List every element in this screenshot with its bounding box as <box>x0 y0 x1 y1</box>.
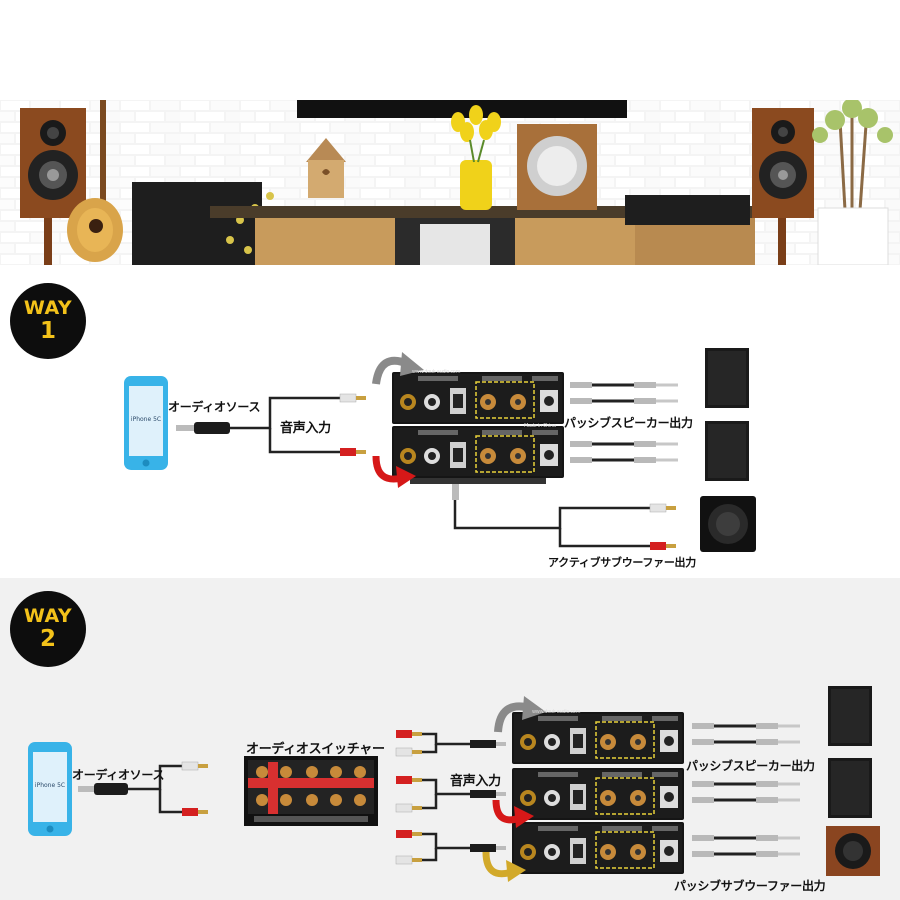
way2-passive-subwoofer <box>826 826 880 876</box>
way1-amp-top <box>391 371 565 425</box>
vase <box>460 160 492 210</box>
way1-amp-made: Made in China <box>524 423 556 429</box>
way2-passive-speaker-out-label: パッシブスピーカー出力 <box>686 759 815 773</box>
living-room-photo <box>0 100 900 265</box>
way1-amp-brand: www.douk-audio.com <box>412 369 461 375</box>
way1-passive-speaker-out-label: パッシブスピーカー出力 <box>564 416 693 430</box>
audio-switcher-box <box>244 756 378 826</box>
way2-passive-sub-out-label: パッシブサブウーファー出力 <box>674 879 826 893</box>
way1-phone-screen-text: iPhone 5C <box>130 416 162 423</box>
way2-phone-screen-text: iPhone 5C <box>34 782 66 789</box>
tree-plant <box>838 110 868 211</box>
way2-passive-speaker-1 <box>828 686 872 746</box>
way2-amp-brand: www.douk-audio.com <box>532 709 581 715</box>
way1-phone <box>124 376 168 470</box>
way1-audio-source-label: オーディオソース <box>168 400 261 414</box>
way1-active-subwoofer <box>700 496 756 552</box>
way2-audio-input-label: 音声入力 <box>450 774 501 789</box>
way2-amp-2 <box>511 767 685 821</box>
way1-badge-number: 1 <box>39 318 56 344</box>
way2-badge-word: WAY <box>23 605 73 627</box>
way2-audio-source-label: オーディオソース <box>72 768 165 782</box>
way1-badge: WAY 1 <box>10 283 86 359</box>
way1-passive-speaker-top <box>705 348 749 408</box>
way2-passive-speaker-2 <box>828 758 872 818</box>
tv-bottom <box>297 100 627 118</box>
way2-phone <box>28 742 72 836</box>
way2-badge-number: 2 <box>39 626 56 652</box>
way2-switcher-label: オーディオスイッチャー <box>246 742 385 757</box>
way2-section-bg <box>0 578 900 900</box>
way2-badge: WAY 2 <box>10 591 86 667</box>
way1-passive-speaker-bottom <box>705 421 749 481</box>
way2-amp-3 <box>511 821 685 875</box>
way2-amp-1 <box>511 711 685 765</box>
way1-amp-bottom <box>391 425 565 479</box>
way1-badge-word: WAY <box>23 297 73 319</box>
way1-audio-input-label: 音声入力 <box>280 421 331 436</box>
tv-table <box>210 206 755 218</box>
way1-active-sub-out-label: アクティブサブウーファー出力 <box>548 556 696 569</box>
